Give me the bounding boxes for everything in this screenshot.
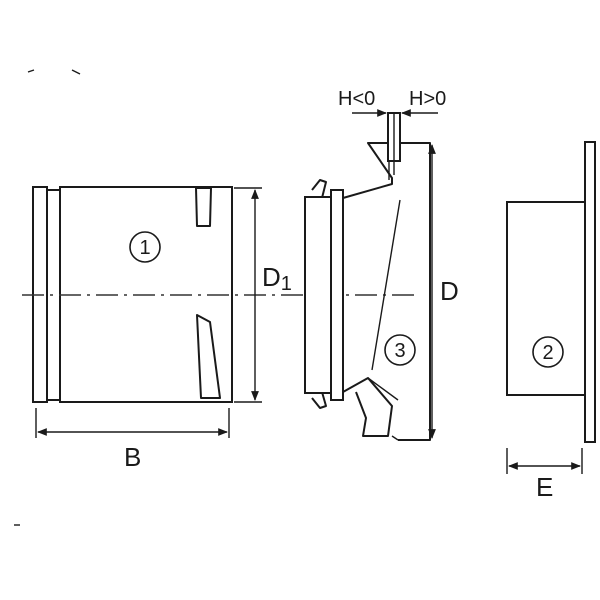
dimension-b bbox=[35, 408, 230, 438]
part-3-marker bbox=[384, 334, 416, 366]
part-2-plate bbox=[506, 141, 596, 443]
part-3-inner-edge-1 bbox=[371, 199, 401, 371]
part-3-lower-profile bbox=[342, 377, 393, 437]
dimension-e bbox=[506, 448, 583, 474]
part-3-front-face bbox=[398, 142, 431, 441]
label-d: D bbox=[440, 276, 459, 306]
part-1-number: 1 bbox=[139, 237, 150, 259]
part-3-bottom-tab bbox=[311, 391, 327, 409]
part-1-upper-latch bbox=[195, 187, 212, 227]
part-3-flange-inner bbox=[330, 189, 344, 401]
label-d1-subscript: 1 bbox=[281, 273, 292, 295]
part-2-marker bbox=[532, 336, 564, 368]
label-e: E bbox=[536, 472, 553, 502]
label-h-negative: H<0 bbox=[338, 88, 375, 110]
part-3-inner-edge-2 bbox=[367, 377, 399, 401]
part-2-number: 2 bbox=[542, 342, 553, 364]
part-1-duct bbox=[32, 186, 233, 403]
part-1-lower-latch bbox=[196, 314, 221, 399]
part-3-flange-outer bbox=[304, 196, 332, 394]
dimension-d1 bbox=[234, 187, 262, 403]
stray-marks bbox=[14, 69, 81, 526]
part-3-number: 3 bbox=[394, 340, 405, 362]
part-3-top-tab bbox=[311, 179, 327, 199]
part-1-marker bbox=[129, 231, 161, 263]
part-1-inner-flange bbox=[46, 189, 61, 401]
label-d1-main: D bbox=[262, 262, 281, 292]
part-2-flange bbox=[584, 141, 596, 443]
part-3-upper-profile bbox=[342, 142, 393, 199]
part-3-grille bbox=[304, 112, 431, 441]
label-b: B bbox=[124, 442, 141, 472]
label-d1: D1 bbox=[262, 262, 292, 295]
label-h-positive: H>0 bbox=[409, 88, 446, 110]
